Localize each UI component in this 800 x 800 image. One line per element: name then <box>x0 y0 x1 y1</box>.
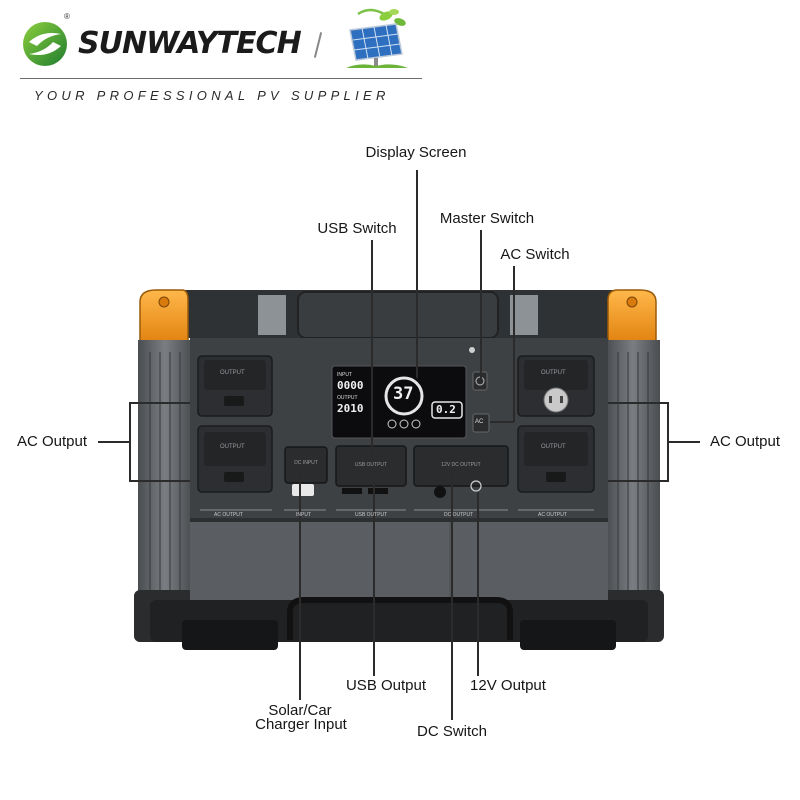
left-ac-outlet-bottom-label: OUTPUT <box>220 444 245 450</box>
label-dc-switch: DC Switch <box>416 723 488 740</box>
registered-mark: ® <box>64 12 70 21</box>
lcd-output-label: OUTPUT <box>337 395 358 401</box>
label-usb-switch: USB Switch <box>317 220 397 237</box>
dc-cover <box>413 445 509 487</box>
label-solar-car-input-line2: Charger Input <box>255 716 347 733</box>
lcd-battery-value: 37 <box>393 384 414 404</box>
solar-panel-icon <box>346 8 408 68</box>
label-usb-output: USB Output <box>345 677 427 694</box>
right-ac-outlet-bottom-label: OUTPUT <box>541 444 566 450</box>
lcd-input-label: INPUT <box>337 372 352 378</box>
bottom-handle <box>287 597 513 640</box>
label-master-switch: Master Switch <box>439 210 535 227</box>
input-caption: INPUT <box>296 512 311 518</box>
label-display-screen: Display Screen <box>365 144 467 161</box>
ac-switch-button <box>472 413 490 433</box>
lcd-input-value: 0000 <box>337 379 364 392</box>
lcd-right-value: 0.2 <box>436 403 456 416</box>
left-ac-outlet-top-label: OUTPUT <box>220 370 245 376</box>
label-solar-car-input-line1: Solar/Car <box>268 702 332 719</box>
brand-wordmark: SUNWAYTECH <box>78 26 302 61</box>
lcd-output-value: 2010 <box>337 402 364 415</box>
left-corner-cap <box>139 289 189 345</box>
ac-output-caption-left: AC OUTPUT <box>214 512 243 518</box>
top-handle-recess <box>297 291 499 339</box>
lcd-display <box>331 365 467 439</box>
lower-body <box>190 518 608 604</box>
dc-input-cover <box>284 446 328 484</box>
dc-cover-label: 12V DC OUTPUT <box>441 462 481 468</box>
label-ac-switch: AC Switch <box>500 246 570 263</box>
lcd-battery-ring <box>384 376 424 416</box>
brand-logo-icon <box>23 22 67 66</box>
usb-cover-label: USB OUTPUT <box>354 462 388 468</box>
brand-tagline: YOUR PROFESSIONAL PV SUPPLIER <box>34 88 390 103</box>
ac-output-caption-right: AC OUTPUT <box>538 512 567 518</box>
label-12v-output: 12V Output <box>470 677 546 694</box>
label-ac-output-left: AC Output <box>17 433 88 450</box>
usb-output-caption: USB OUTPUT <box>355 512 388 518</box>
right-ac-outlet-top-label: OUTPUT <box>541 370 566 376</box>
ac-button-label: AC <box>475 419 484 425</box>
header-rule <box>20 78 422 79</box>
label-ac-output-right: AC Output <box>710 433 781 450</box>
dc-output-caption: DC OUTPUT <box>444 512 474 518</box>
right-corner-cap <box>607 289 657 345</box>
dc-input-cover-label: DC INPUT <box>294 460 318 466</box>
